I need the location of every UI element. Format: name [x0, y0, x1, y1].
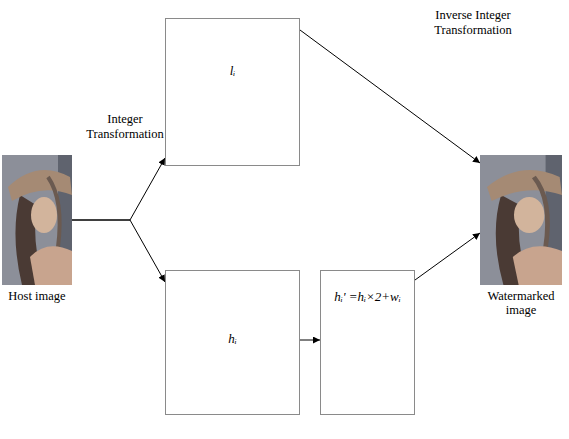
image-caption: Host image [2, 289, 72, 303]
transform-label: Integer Transformation [86, 112, 164, 142]
box-text: lᵢ [230, 63, 236, 78]
picture-area [480, 155, 562, 285]
host-image: Host image [2, 155, 72, 303]
arrow-connector [72, 220, 165, 282]
picture-area [2, 155, 72, 285]
process-box: lᵢ [165, 18, 300, 166]
box-label: lᵢ [166, 63, 299, 78]
box-text: hᵢ' =hᵢ×2+wᵢ [334, 289, 401, 304]
process-box: hᵢ' =hᵢ×2+wᵢ [320, 270, 415, 415]
process-box: hᵢ [165, 270, 300, 415]
watermarked-picture [480, 155, 562, 285]
arrow-connector [300, 30, 480, 163]
arrow-connector [72, 158, 165, 220]
transform-label: Inverse Integer Transformation [428, 8, 518, 38]
arrow-connector [300, 340, 320, 341]
host-picture [2, 155, 72, 285]
box-label: hᵢ' =hᵢ×2+wᵢ [321, 289, 414, 304]
box-label: hᵢ [166, 331, 299, 346]
watermarked-image: Watermarked image [480, 155, 562, 317]
image-caption: Watermarked image [480, 289, 562, 317]
arrow-connector [415, 233, 480, 280]
box-text: hᵢ [228, 331, 237, 346]
